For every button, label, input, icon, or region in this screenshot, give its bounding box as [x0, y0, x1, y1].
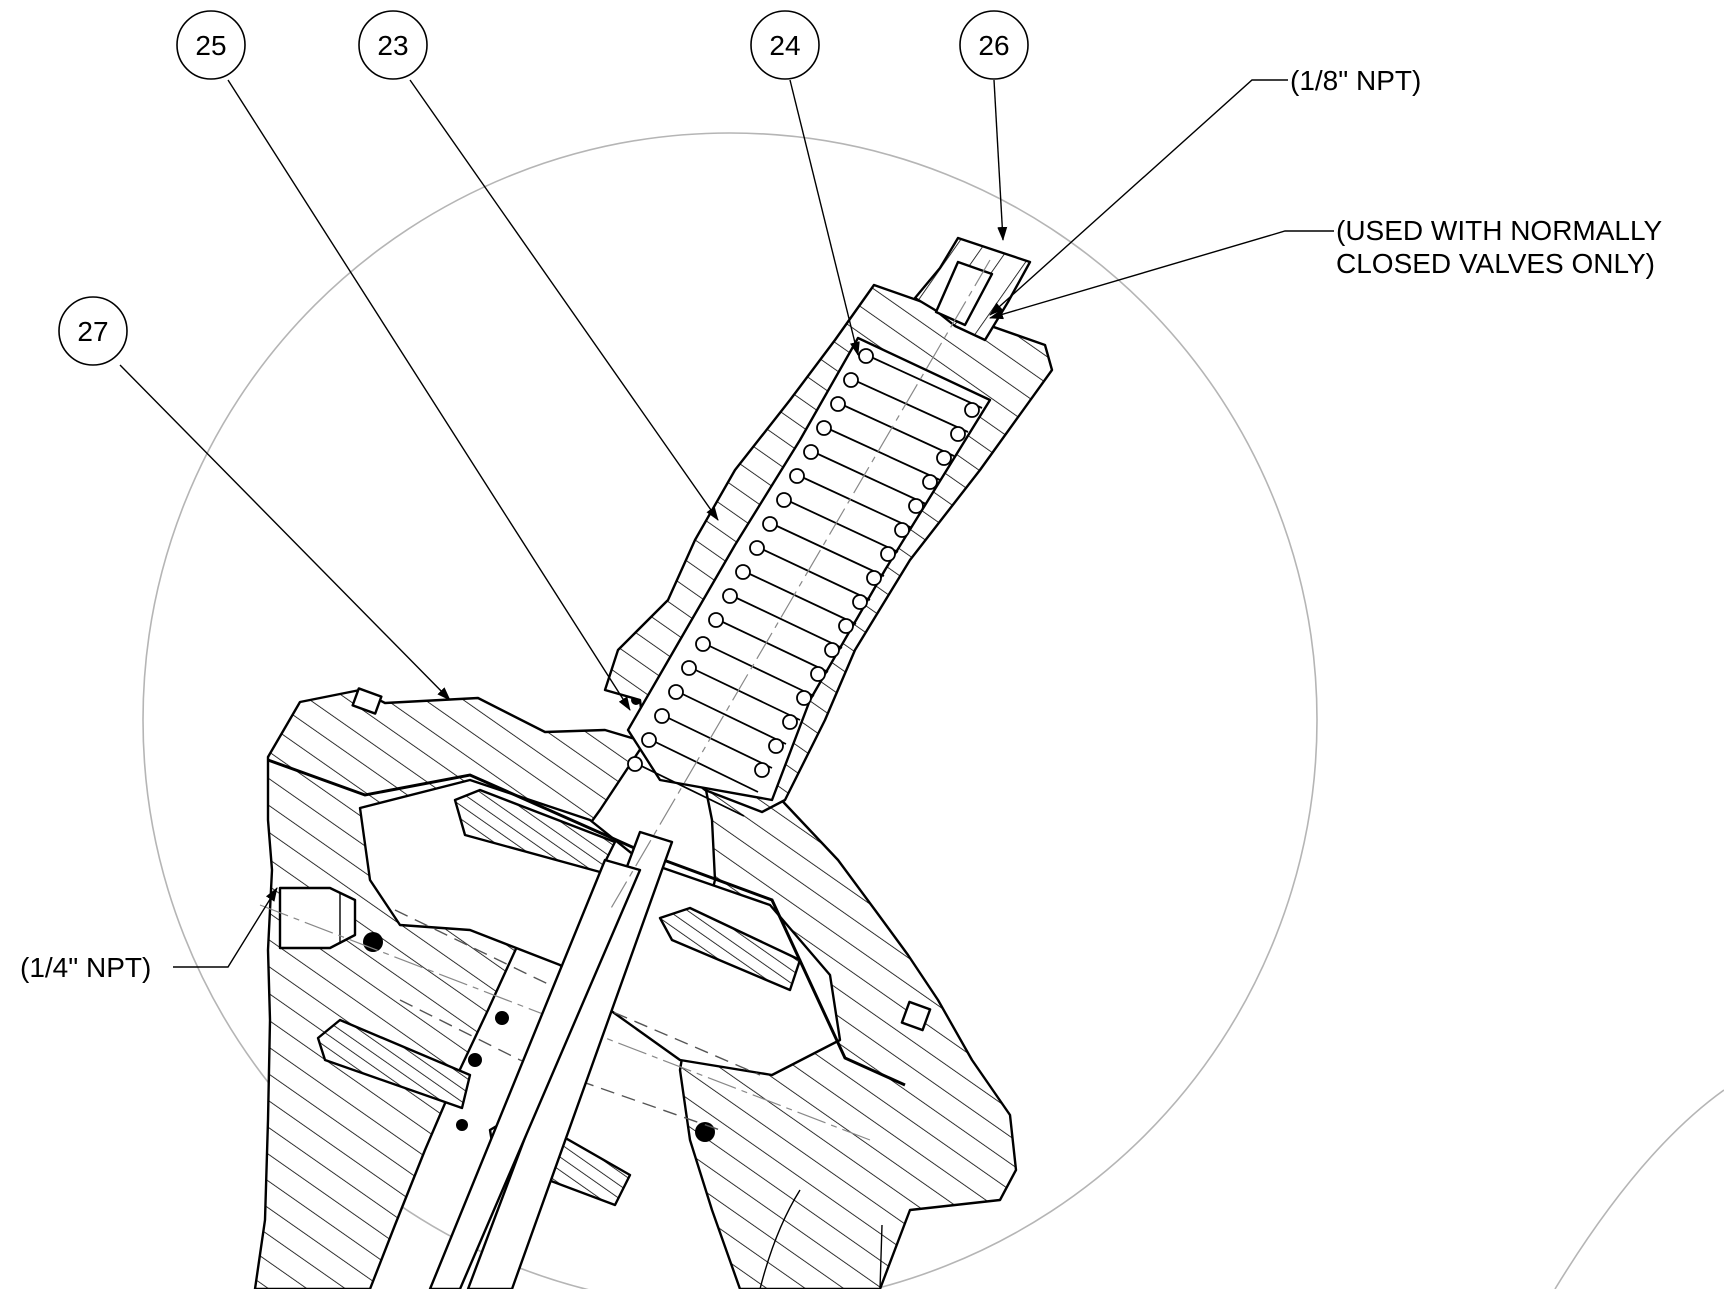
note-normally-closed-line2: CLOSED VALVES ONLY) — [1336, 248, 1655, 279]
callout-23: 23 — [358, 10, 428, 80]
note-npt-quarter: (1/4" NPT) — [20, 952, 151, 983]
spring-wire-sections — [627, 348, 980, 778]
callout-27: 27 — [58, 296, 128, 366]
diaphragm — [267, 758, 906, 1087]
callout-25-label: 25 — [195, 30, 226, 61]
callout-25: 25 — [176, 10, 246, 80]
callout-23-label: 23 — [377, 30, 408, 61]
detail-circle — [142, 132, 1318, 1289]
callout-26: 26 — [959, 10, 1029, 80]
spring-coils — [628, 351, 983, 817]
callout-24-label: 24 — [769, 30, 800, 61]
note-npt-eighth: (1/8" NPT) — [1290, 65, 1421, 96]
valve-body — [253, 687, 1018, 1289]
adjacent-view-arc — [1554, 1089, 1724, 1289]
spring-housing — [603, 236, 1054, 911]
leader-lines — [119, 79, 1334, 968]
callout-26-label: 26 — [978, 30, 1009, 61]
callout-27-label: 27 — [77, 316, 108, 347]
callout-24: 24 — [750, 10, 820, 80]
note-normally-closed-line1: (USED WITH NORMALLY — [1336, 215, 1662, 246]
